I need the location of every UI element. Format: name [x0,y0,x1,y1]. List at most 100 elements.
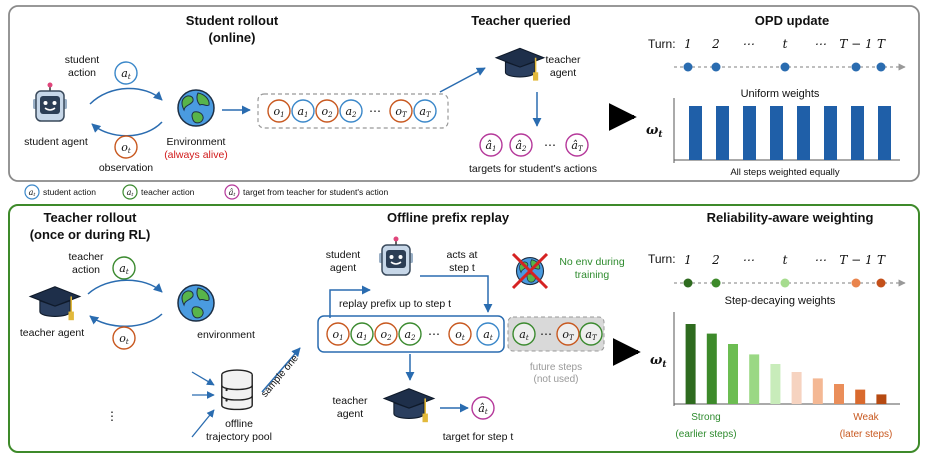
uniform-weights-label: Uniform weights [741,88,820,100]
future-tokens: at ⋯ oT aT [512,322,603,346]
svg-text:â1: â1 [485,139,496,153]
svg-text:at: at [29,188,37,198]
strong-label: Strong [691,412,720,423]
turn-dot [711,62,721,72]
teacher-action-label-2: action [72,264,100,276]
top-panel [8,5,920,182]
student-action-label: student [65,54,100,66]
weight-bar [689,106,702,160]
student-action-label-2: action [68,67,96,79]
top-weight-axis-label: ωt [646,123,663,140]
weight-bar [743,106,756,160]
decaying-bars [685,324,887,404]
turn-tick-label: ⋯ [814,37,826,51]
weak-label: Weak [853,412,879,423]
weight-bar [876,394,887,404]
prefix-box [317,315,505,353]
teacher-action-node [112,256,136,280]
top-turn-dots [683,62,886,72]
action-cycle-arrow [89,87,163,105]
teacher-rollout-subtitle: (once or during RL) [30,227,151,242]
acts-at-label: acts at [447,249,478,261]
teacher-agent-label-bottom: teacher agent [20,327,84,339]
teacher-agent2-label: teacher [332,395,368,407]
turn-tick-label: 1 [684,37,692,51]
offline-prefix-title: Offline prefix replay [387,210,510,225]
observation-label: observation [99,162,153,174]
weak-sub-label: (later steps) [840,429,893,440]
turn-dot [780,62,790,72]
turn-tick-label: 1 [684,253,692,267]
teacher-action-label: teacher [68,251,104,263]
student-rollout-subtitle: (online) [209,30,256,45]
observation-node [114,135,138,159]
sample-one-label: sample one [259,353,301,400]
svg-text:ot: ot [119,332,129,346]
turn-tick-label: T [877,253,886,267]
teacher-agent-label: teacher [545,54,581,66]
svg-text:⋯: ⋯ [428,327,440,341]
database-icon [221,369,253,411]
svg-text:o2: o2 [321,105,333,119]
turn-tick-label: 2 [711,37,720,51]
turn-tick-label: 2 [711,253,720,267]
turn-tick-label: ⋯ [742,253,754,267]
weight-bar [706,333,717,404]
teacher-rollout-title: Teacher rollout [44,210,138,225]
svg-text:at: at [483,328,493,342]
target-tokens: â1 â2 ⋯ âT [479,133,589,157]
bottom-panel [8,204,920,453]
no-env-label-2: training [575,269,610,281]
svg-text:ot: ot [121,141,131,155]
bottom-environment-globe-icon [177,284,215,322]
weight-bar [834,384,844,404]
environment-label: Environment [167,136,226,148]
student-robot-icon [32,82,68,122]
svg-text:ât: ât [229,188,237,198]
legend-teacher-icon [122,184,138,200]
svg-text:⋯: ⋯ [369,104,381,118]
svg-text:a2: a2 [345,105,357,119]
no-env-label: No env during [559,256,625,268]
to-teacher-arrow [439,67,486,93]
target-for-step-label: target for step t [443,431,514,443]
legend-target-text: target from teacher for student's action [243,187,389,197]
weight-bar [728,344,738,404]
replay-prefix-label: replay prefix up to step t [339,298,451,310]
teacher-cap-icon [495,47,545,82]
turn-dot [711,278,721,288]
svg-text:o1: o1 [332,328,343,342]
svg-text:o1: o1 [273,105,284,119]
acts-at-arrow [420,275,493,313]
teacher-action-arrow [87,279,163,295]
teacher-rollout-cap-icon [29,285,81,322]
turn-dot [851,62,861,72]
strong-sub-label: (earlier steps) [675,429,736,440]
acts-at-label-2: step t [449,262,475,274]
step-target-node [471,396,495,420]
environment-label-bottom: environment [197,329,255,341]
weight-bar [749,354,760,404]
svg-text:⋯: ⋯ [544,138,556,152]
sample-arrow [261,347,301,393]
step-decaying-label: Step-decaying weights [725,295,836,307]
future-steps-label-2: (not used) [533,374,578,385]
weight-bar [824,106,837,160]
svg-text:a1: a1 [356,328,367,342]
turn-tick-label: T − 1 [839,253,872,267]
turn-dot [876,278,886,288]
weight-bar [812,378,823,404]
turn-tick-label: T − 1 [839,37,872,51]
teacher-agent-label-2: agent [550,67,576,79]
teacher-obs-arrow [89,313,163,327]
offline-teacher-cap-icon [383,387,435,424]
svg-text:at: at [127,188,135,198]
weight-bar [797,106,810,160]
replay-prefix-arrow [329,285,371,318]
offline-pool-label: offline [225,418,253,430]
targets-label: targets for student's actions [469,163,597,175]
turn-tick-label: T [877,37,886,51]
